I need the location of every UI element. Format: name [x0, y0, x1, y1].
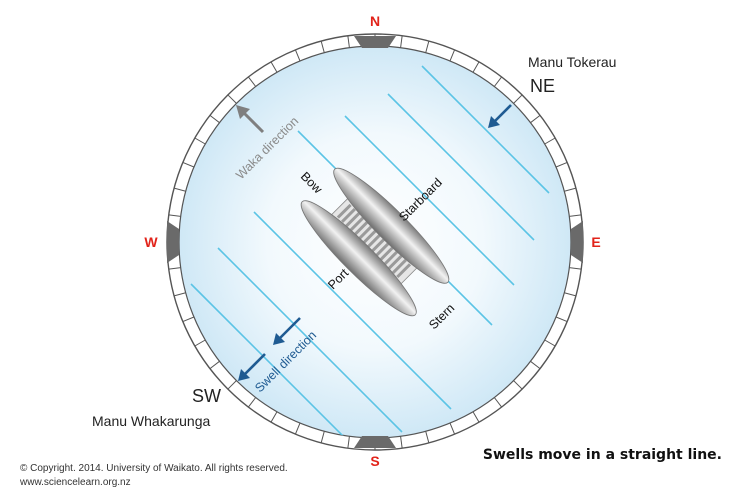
- deck-slat: [396, 263, 412, 279]
- compass-tick: [449, 49, 456, 62]
- north-label: N: [370, 13, 380, 29]
- compass-tick: [294, 49, 301, 62]
- port-hull: [300, 200, 417, 317]
- compass-tick: [530, 360, 541, 370]
- swell-arrow-icon-ne: [488, 116, 500, 128]
- ne-wind-name: Manu Tokerau: [528, 54, 616, 70]
- compass-tick: [227, 94, 237, 104]
- deck-slat: [379, 246, 395, 262]
- deck-slat: [353, 220, 369, 236]
- swell-arrow-icon: [273, 333, 285, 345]
- compass-tick: [544, 339, 556, 347]
- sw-wind-name: Manu Whakarunga: [92, 413, 211, 429]
- compass-tick: [569, 214, 582, 217]
- compass-tick: [555, 161, 568, 168]
- compass-tick: [400, 436, 403, 449]
- compass-tick: [569, 267, 582, 270]
- deck-slat: [362, 229, 378, 245]
- compass-tick: [173, 187, 186, 192]
- deck-slat: [387, 254, 403, 270]
- swell-arrow-shaft: [278, 317, 301, 340]
- waka: [300, 167, 450, 317]
- deck-slat: [345, 212, 361, 228]
- compass-tick: [247, 76, 257, 87]
- compass-tick: [173, 292, 186, 297]
- starboard-hull: [333, 167, 450, 284]
- compass-tick: [270, 411, 278, 423]
- south-marker: [354, 436, 396, 448]
- compass-tick: [182, 316, 195, 323]
- deck-slat: [391, 258, 407, 274]
- compass-tick: [168, 267, 181, 270]
- compass-tick: [555, 316, 568, 323]
- compass-tick: [449, 422, 456, 435]
- sw-wind-code: SW: [192, 386, 221, 406]
- waka-arrow-icon: [236, 105, 250, 119]
- swell-line: [190, 283, 352, 438]
- compass-tick: [530, 114, 541, 124]
- deck-slat: [375, 242, 390, 257]
- compass-tick: [182, 161, 195, 168]
- compass-tick: [194, 137, 206, 145]
- compass-tick: [564, 292, 577, 297]
- compass-tick: [347, 35, 350, 48]
- waka-arrow-shaft: [241, 110, 265, 134]
- compass-tick: [194, 339, 206, 347]
- copyright-text: © Copyright. 2014. University of Waikato…: [20, 463, 288, 474]
- compass-tick: [227, 380, 237, 390]
- west-marker: [167, 221, 179, 263]
- compass-tick: [493, 397, 503, 408]
- compass-tick: [513, 94, 523, 104]
- compass-tick: [425, 40, 430, 53]
- swell-arrow-shaft: [493, 104, 512, 123]
- east-marker: [571, 221, 583, 263]
- deck-slat: [336, 203, 352, 219]
- west-label: W: [144, 234, 158, 250]
- compass-tick: [400, 35, 403, 48]
- compass-tick: [493, 76, 503, 87]
- deck-slat: [383, 250, 399, 266]
- swell-line: [387, 93, 535, 241]
- swell-line: [421, 65, 550, 194]
- compass-tick: [270, 61, 278, 73]
- swell-line: [253, 211, 452, 410]
- ne-wind-code: NE: [530, 76, 555, 96]
- compass-tick: [209, 360, 220, 370]
- deck-slat: [358, 225, 373, 240]
- deck-slats: [336, 203, 412, 279]
- compass-tick: [472, 61, 480, 73]
- compass-tick: [472, 411, 480, 423]
- compass-ticks: [167, 34, 583, 450]
- east-label: E: [591, 234, 600, 250]
- compass-tick: [544, 137, 556, 145]
- deck-slat: [366, 233, 382, 249]
- swell-line: [344, 115, 515, 286]
- compass-tick: [320, 40, 325, 53]
- compass-tick: [294, 422, 301, 435]
- south-label: S: [370, 453, 379, 469]
- swell-arrow-icon-sw: [238, 369, 250, 381]
- compass-tick: [209, 114, 220, 124]
- diagram-caption: Swells move in a straight line.: [482, 447, 722, 463]
- compass-tick: [347, 436, 350, 449]
- compass-tick: [564, 187, 577, 192]
- deck-slat: [349, 216, 365, 232]
- compass-tick: [425, 431, 430, 444]
- compass-tick: [513, 380, 523, 390]
- compass-tick: [168, 214, 181, 217]
- website-link[interactable]: www.sciencelearn.org.nz: [20, 477, 131, 488]
- compass-tick: [320, 431, 325, 444]
- deck-slat: [341, 208, 356, 223]
- deck-slat: [370, 237, 386, 253]
- swell-line: [217, 247, 403, 433]
- north-marker: [354, 36, 396, 48]
- swell-arrow-shaft: [243, 353, 266, 376]
- compass-tick: [247, 397, 257, 408]
